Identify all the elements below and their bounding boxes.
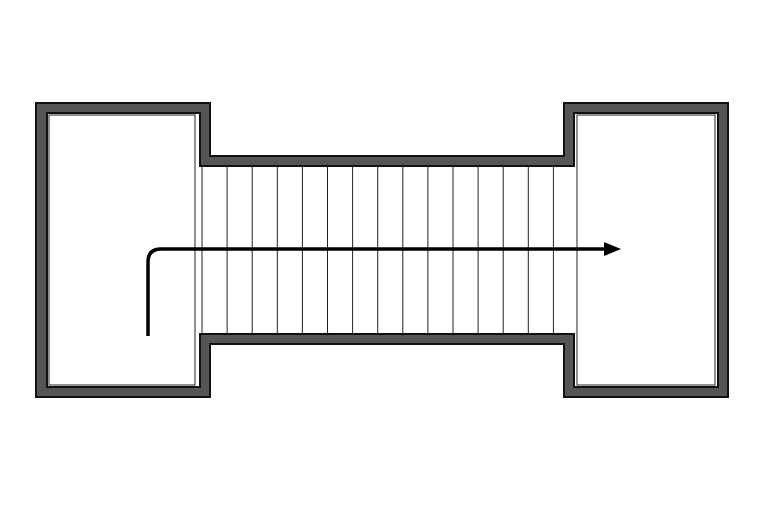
- direction-arrowhead: [604, 242, 621, 256]
- wall-outline: [35, 102, 729, 398]
- direction-arrow-line: [146, 247, 606, 336]
